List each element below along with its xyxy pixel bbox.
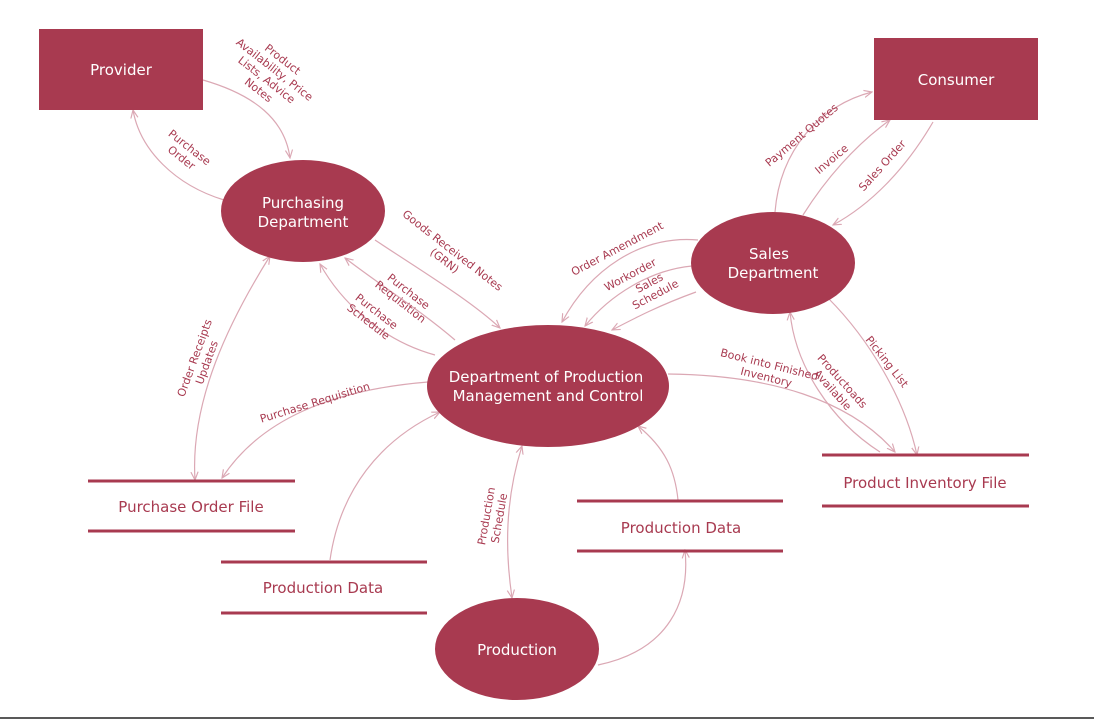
flow-sales-to-consumer-invoice (802, 120, 890, 216)
label-purchase-order: Purchase Order (165, 127, 213, 173)
provider-entity[interactable]: Provider (39, 29, 203, 110)
purchasing-department-process[interactable]: Purchasing Department (221, 160, 385, 262)
production-data-left-store[interactable]: Production Data (221, 560, 427, 615)
flow-production-data-right-to-production-mgmt (638, 426, 679, 501)
label-purchase-requisition-2: Purchase Requisition (258, 380, 371, 426)
flow-provider-to-purchasing (202, 79, 290, 158)
flow-sales-to-inventory-picking (827, 297, 917, 455)
sales-label-line2: Department (728, 264, 819, 282)
provider-label: Provider (90, 61, 153, 79)
purchase-order-file-store[interactable]: Purchase Order File (88, 479, 295, 533)
label-production-schedule: Production Schedule (475, 486, 510, 546)
product-inventory-file-store[interactable]: Product Inventory File (822, 453, 1029, 508)
production-data-left-label: Production Data (263, 579, 383, 597)
flow-sales-order-amendment (562, 238, 699, 322)
flow-production-mgmt-to-purchasing-1 (345, 258, 456, 341)
sales-department-process[interactable]: Sales Department (691, 212, 855, 314)
flow-sales-schedule (612, 291, 697, 330)
consumer-entity[interactable]: Consumer (874, 38, 1038, 120)
purchasing-label-line2: Department (258, 213, 349, 231)
production-mgmt-label-line1: Department of Production (449, 368, 644, 386)
flow-label-line: Goods Received Notes (400, 208, 506, 294)
purchasing-label-line1: Purchasing (262, 194, 344, 212)
production-label: Production (477, 641, 557, 659)
flow-production-mgmt-to-purchasing-2 (320, 264, 436, 356)
flow-purchasing-order-file (195, 256, 270, 480)
production-data-right-store[interactable]: Production Data (577, 499, 783, 553)
sales-label-line1: Sales (749, 245, 789, 263)
flow-production-mgmt-to-inventory (667, 373, 895, 452)
flow-production-data-left-to-production-mgmt (329, 412, 440, 561)
consumer-label: Consumer (918, 71, 995, 89)
flow-inventory-to-sales (790, 312, 881, 453)
label-product-availability: Product Availability, Price Lists, Advic… (234, 36, 316, 107)
label-products-available: Productoads Available (811, 352, 870, 413)
flow-sales-to-consumer-payment (774, 92, 872, 213)
label-sales-order: Sales Order (856, 137, 909, 194)
flow-sales-workorder (585, 265, 693, 326)
label-book-into-inventory: Book into Finished Inventory (719, 346, 820, 390)
flow-production-to-production-data-right (597, 550, 686, 666)
purchase-order-file-label: Purchase Order File (118, 498, 263, 516)
label-picking-list: Picking List (863, 334, 912, 391)
flow-production-mgmt-to-purchase-order-file (222, 381, 429, 478)
flow-consumer-to-sales (833, 121, 934, 225)
flow-purchasing-to-production-mgmt (374, 239, 500, 328)
flow-purchasing-to-provider (133, 110, 225, 201)
product-inventory-file-label: Product Inventory File (843, 474, 1006, 492)
production-process[interactable]: Production (435, 598, 599, 700)
production-mgmt-label-line2: Management and Control (453, 387, 644, 405)
label-order-receipts: Order Receipts Updates (175, 317, 221, 398)
production-data-right-label: Production Data (621, 519, 741, 537)
flow-production-schedule (508, 446, 522, 598)
production-management-process[interactable]: Department of Production Management and … (427, 325, 669, 447)
